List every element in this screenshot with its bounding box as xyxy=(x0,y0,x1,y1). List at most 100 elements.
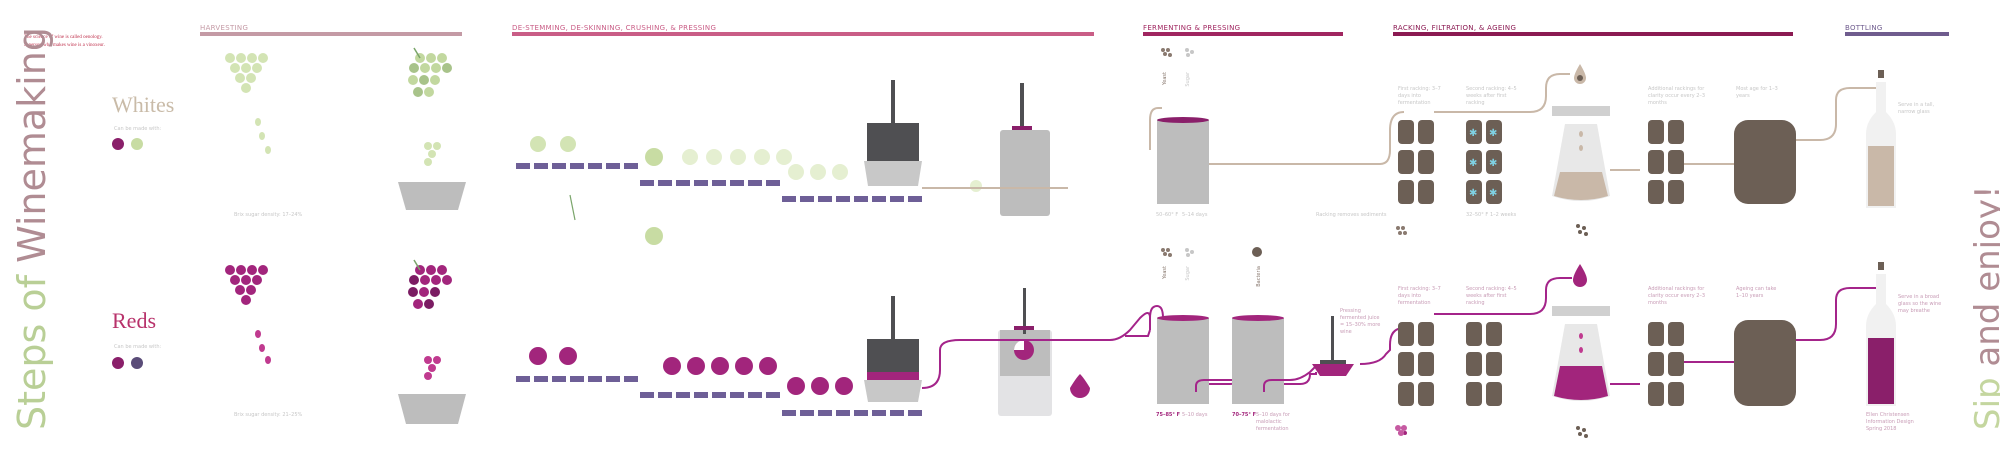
white-sediment-2 xyxy=(1576,224,1588,236)
reds-yeast-dots xyxy=(1161,248,1172,257)
credits: Ellen Christensen Information Design Spr… xyxy=(1866,412,1914,432)
svg-text:✱: ✱ xyxy=(1469,188,1477,199)
reds-sugar-dots xyxy=(1185,248,1194,257)
white-racking-barrels-1 xyxy=(1398,120,1434,204)
section-bar-bottling xyxy=(1845,32,1949,36)
red-grape-1 xyxy=(529,347,547,365)
svg-text:✱: ✱ xyxy=(1489,128,1497,139)
white-crush-tank xyxy=(1000,83,1050,216)
white-filter xyxy=(1552,64,1610,201)
white-racking-pipe xyxy=(1434,73,1880,171)
white-juice-drop xyxy=(970,180,982,192)
reds-second-racking: Second racking: 4–5 weeks after first ra… xyxy=(1466,286,1517,306)
white-grape-1 xyxy=(530,136,546,152)
section-bar-harvesting xyxy=(200,32,462,36)
intro-line-1: The science of wine is called oenology. xyxy=(24,35,103,40)
red-racking-barrels-1 xyxy=(1398,322,1434,406)
white-conveyor-1 xyxy=(516,163,638,169)
grape-swatch-dark-red xyxy=(112,357,124,369)
white-ageing-barrel xyxy=(1734,120,1796,204)
white-pulp xyxy=(788,164,848,180)
whites-serve: Serve in a tall, narrow glass xyxy=(1898,102,1935,115)
red-conveyor-2 xyxy=(640,392,780,398)
red-grape-cluster xyxy=(225,265,268,305)
red-ferment-tank-1 xyxy=(1157,315,1209,404)
reds-mlf-days: 5–10 days for malolactic fermentation xyxy=(1256,412,1290,432)
section-bar-fermenting xyxy=(1143,32,1343,36)
intro-text: The science of wine is called oenology. … xyxy=(24,34,174,50)
white-drips xyxy=(255,118,441,166)
section-title-fermenting: FERMENTING & PRESSING xyxy=(1143,24,1241,32)
whites-temp2: 32–50° F xyxy=(1466,212,1489,218)
red-crushed-grapes xyxy=(787,377,853,395)
whites-second-racking: Second racking: 4–5 weeks after first ra… xyxy=(1466,86,1517,106)
reds-pressing-note: Pressing fermented juice = 15–30% more w… xyxy=(1340,308,1381,335)
section-title-racking: RACKING, FILTRATION, & AGEING xyxy=(1393,24,1517,32)
reds-age: Ageing can take 1–10 years xyxy=(1736,286,1777,299)
red-whole-grapes xyxy=(663,357,777,375)
red-press xyxy=(864,296,922,402)
white-grape-cluster-stem xyxy=(408,47,452,97)
white-racking-barrels-3 xyxy=(1648,120,1684,204)
reds-brix: Brix sugar density: 21–25% xyxy=(234,412,303,418)
reds-ferment-days: 5–10 days xyxy=(1182,412,1208,418)
white-conveyor-3 xyxy=(782,196,922,202)
red-sediment-2 xyxy=(1576,426,1588,438)
red-basket-press xyxy=(1312,316,1354,376)
reds-can-be-made: Can be made with: xyxy=(114,344,162,350)
red-grape-cluster-stem xyxy=(408,259,452,309)
grape-swatch-purple xyxy=(131,357,143,369)
reds-ferment-temp: 75–85° F xyxy=(1156,412,1181,418)
whites-racking-note: Racking removes sediments xyxy=(1316,212,1387,218)
white-pipe xyxy=(922,107,1405,189)
intro-line-2: A person who makes wine is a vinoxeur. xyxy=(24,43,105,48)
red-pipe-1 xyxy=(921,312,1151,389)
white-sediment xyxy=(1396,226,1407,235)
white-skin xyxy=(645,227,663,245)
red-pipe-3 xyxy=(1359,327,1405,365)
red-juice-drop xyxy=(1070,374,1090,398)
reds-mlf-temp: 70–75° F xyxy=(1232,412,1257,418)
white-racking-barrels-2 xyxy=(1466,120,1502,204)
white-harvest-bin xyxy=(398,182,466,210)
whites-temp2-days: 1–2 weeks xyxy=(1490,212,1517,218)
white-conveyor-2 xyxy=(640,180,780,186)
section-title-harvesting: HARVESTING xyxy=(200,24,249,32)
red-conveyor-1 xyxy=(516,376,638,382)
grape-swatch-green xyxy=(131,138,143,150)
whites-can-be-made: Can be made with: xyxy=(114,126,162,132)
red-racking-pipe xyxy=(1434,277,1880,385)
red-harvest-bin xyxy=(398,394,466,424)
white-crushed-grapes xyxy=(645,148,792,166)
whites-yeast-dots xyxy=(1161,48,1172,57)
whites-brix: Brix sugar density: 17–24% xyxy=(234,212,303,218)
white-ferment-tank xyxy=(1157,117,1209,204)
reds-first-racking: First racking: 3–7 days into fermentatio… xyxy=(1398,286,1441,306)
red-ferment-tank-2 xyxy=(1232,315,1284,404)
whites-title: Whites xyxy=(112,92,175,117)
white-press xyxy=(864,80,922,186)
snowflake-icons: ✱✱ ✱✱ ✱✱ xyxy=(1469,128,1497,199)
svg-text:✱: ✱ xyxy=(1489,188,1497,199)
grape-swatch-dark xyxy=(112,138,124,150)
red-racking-barrels-3 xyxy=(1648,322,1684,406)
red-drips xyxy=(255,330,441,380)
red-ageing-barrel xyxy=(1734,320,1796,406)
svg-text:✱: ✱ xyxy=(1489,158,1497,169)
bacteria-icon xyxy=(1252,247,1262,257)
section-title-crushing: DE-STEMMING, DE-SKINNING, CRUSHING, & PR… xyxy=(512,24,717,32)
red-racking-barrels-2 xyxy=(1466,322,1502,406)
whites-sugar-dots xyxy=(1185,48,1194,57)
whites-first-racking: First racking: 3–7 days into fermentatio… xyxy=(1398,86,1441,106)
red-sediment-cluster xyxy=(1395,425,1407,436)
whites-ferment-temp: 50–60° F xyxy=(1156,212,1179,218)
reds-title: Reds xyxy=(112,308,156,333)
section-bar-crushing xyxy=(512,32,1094,36)
red-grape-2 xyxy=(559,347,577,365)
white-grape-2 xyxy=(560,136,576,152)
svg-text:✱: ✱ xyxy=(1469,158,1477,169)
whites-age: Most age for 1–3 years xyxy=(1736,86,1778,99)
whites-additional-racking: Additional rackings for clarity occur ev… xyxy=(1648,86,1706,106)
red-crush-tank xyxy=(998,288,1052,416)
white-wine-bottle xyxy=(1866,70,1896,208)
